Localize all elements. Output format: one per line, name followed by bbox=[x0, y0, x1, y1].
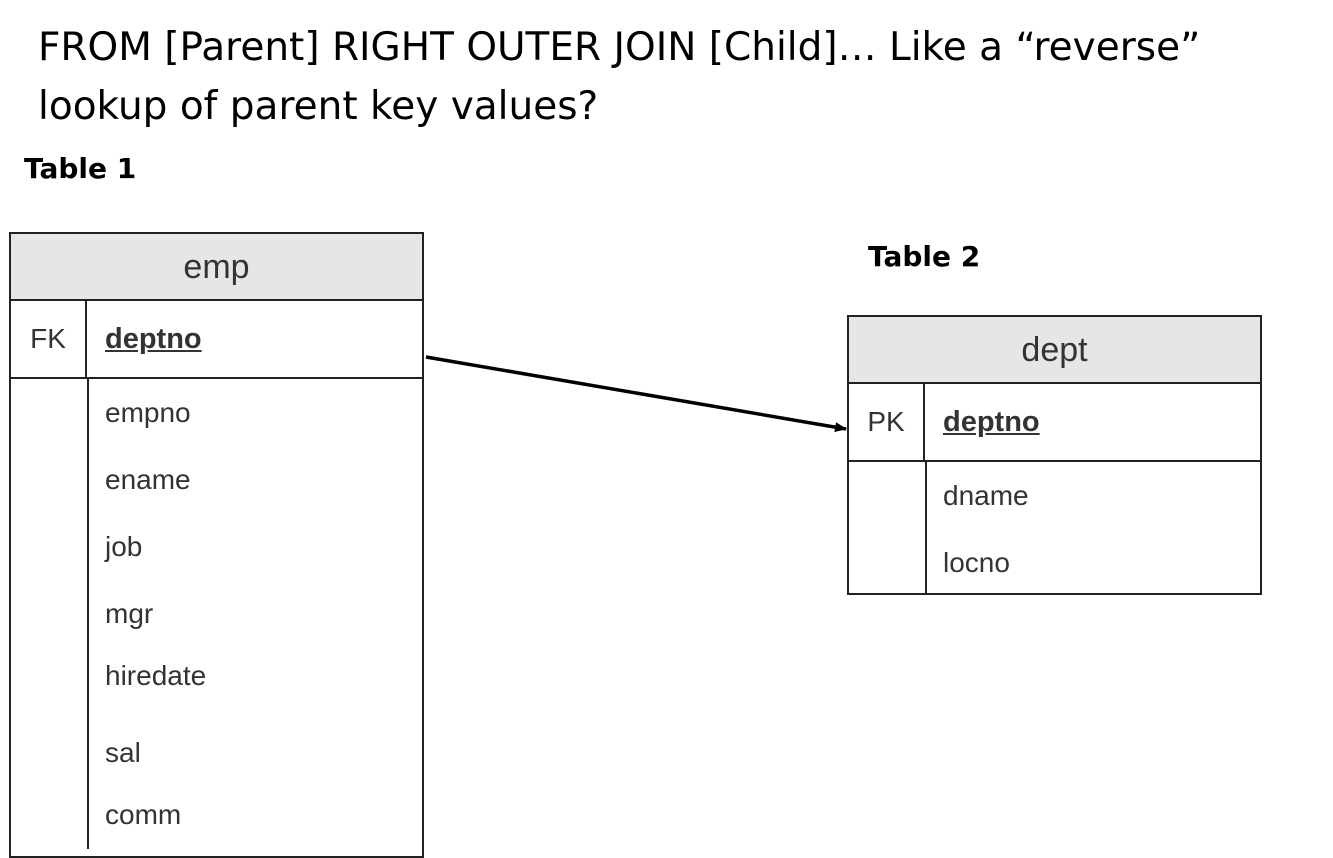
dept-field-locno: locno bbox=[943, 547, 1010, 578]
dept-field-dname: dname bbox=[943, 480, 1029, 511]
emp-field-ename: ename bbox=[105, 464, 191, 495]
emp-field-sal: sal bbox=[105, 737, 141, 768]
emp-entity: emp FK deptno empno ename job mgr hireda… bbox=[9, 232, 424, 858]
dept-attribute-list: dname locno bbox=[849, 462, 1260, 593]
emp-field-job: job bbox=[105, 531, 143, 562]
slide-title: FROM [Parent] RIGHT OUTER JOIN [Child]… … bbox=[38, 18, 1308, 136]
dept-entity: dept PK deptno dname locno bbox=[847, 315, 1262, 595]
emp-field-mgr: mgr bbox=[105, 598, 154, 629]
emp-key-row: FK deptno bbox=[11, 301, 422, 379]
emp-field-comm: comm bbox=[105, 799, 182, 830]
fk-to-pk-arrow bbox=[425, 355, 847, 433]
emp-key-field: deptno bbox=[105, 322, 202, 355]
table-2-label: Table 2 bbox=[868, 240, 981, 273]
emp-field-empno: empno bbox=[105, 397, 191, 428]
title-line-1: FROM [Parent] RIGHT OUTER JOIN [Child]… … bbox=[38, 25, 1201, 70]
emp-key-type: FK bbox=[11, 301, 87, 377]
dept-entity-header: dept bbox=[849, 317, 1260, 384]
emp-entity-header: emp bbox=[11, 234, 422, 301]
dept-divider-line bbox=[925, 462, 927, 593]
dept-key-row: PK deptno bbox=[849, 384, 1260, 462]
dept-key-field: deptno bbox=[943, 405, 1040, 438]
emp-field-hiredate: hiredate bbox=[105, 660, 207, 691]
table-1-label: Table 1 bbox=[24, 152, 137, 185]
emp-attribute-list: empno ename job mgr hiredate sal comm bbox=[11, 379, 422, 856]
dept-key-type: PK bbox=[849, 384, 925, 460]
title-line-2: lookup of parent key values? bbox=[38, 84, 599, 129]
emp-divider-line bbox=[87, 379, 89, 849]
